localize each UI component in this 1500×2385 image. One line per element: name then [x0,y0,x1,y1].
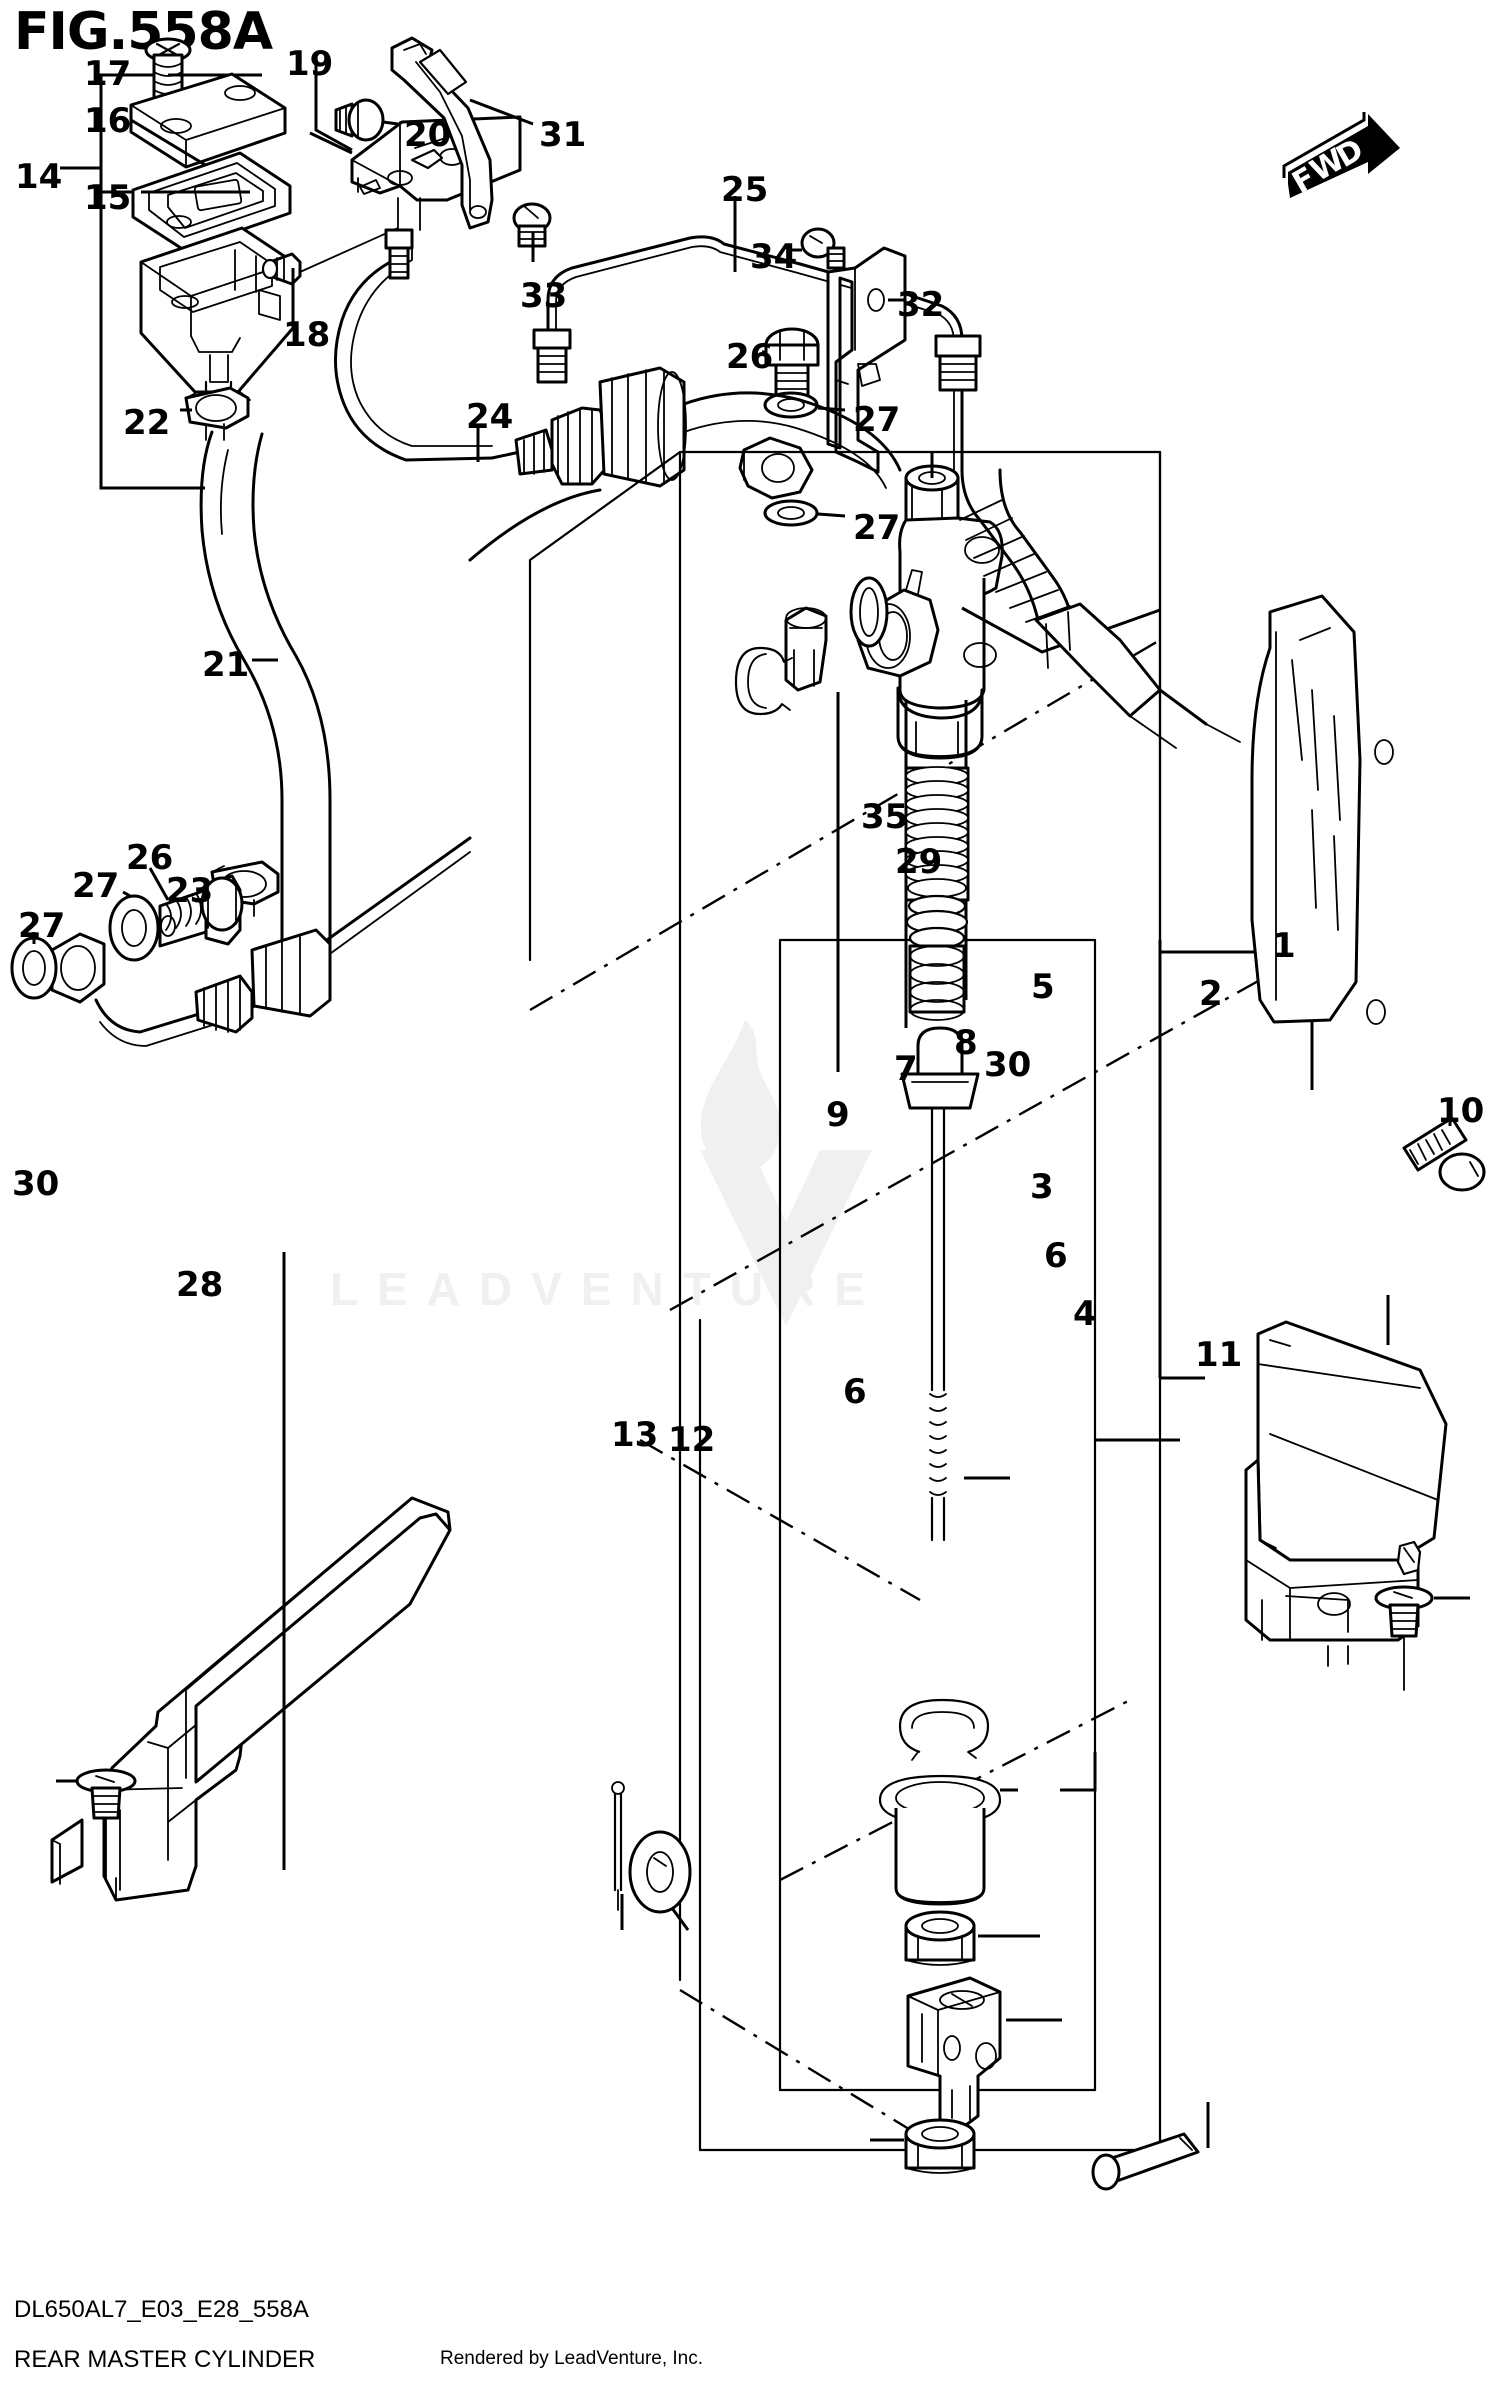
part-rear-brake-hose-24 [334,228,902,562]
callout-reservoir-cap-plate: 16 [84,101,132,141]
callout-hose-clamp-upper: 22 [123,403,171,443]
part-pin-11 [1091,2132,1200,2191]
part-piston-cup-7 [784,606,828,692]
callout-rear-brake-hose: 24 [466,397,514,437]
part-brake-pedal-35 [1205,594,1394,1025]
part-lock-nut-6-upper [904,1910,976,1966]
part-hose-guide-31 [390,36,494,230]
callout-hose-guide: 31 [539,115,587,155]
callout-cap-screw: 17 [84,54,132,94]
part-pedal-screw-10 [1402,1116,1486,1192]
callout-brake-pipe: 25 [721,170,769,210]
page-title: FIG.558A [14,2,273,62]
callout-gasket-b: 27 [72,866,120,906]
part-gasket-27-b [108,894,160,962]
callout-bracket-bolt: 20 [404,115,452,155]
callout-piston-set: 2 [1199,974,1223,1014]
assembly-box-2 [778,938,1097,2092]
callout-washer: 12 [668,1420,716,1460]
part-circlip-upper [898,1698,990,1761]
part-reservoir-body-14 [139,226,295,406]
part-diaphragm-15 [131,151,292,252]
part-piston-seals [905,894,969,1021]
part-pipe-bracket-32 [826,246,907,474]
part-gasket-27-d [763,499,819,527]
part-heat-guard-28 [50,1496,452,1902]
callout-gasket-c: 27 [853,400,901,440]
part-circlip-9 [734,646,793,716]
part-cover-plate-29 [1244,1320,1448,1667]
callout-clevis-joint: 4 [1073,1294,1097,1334]
part-union-bolt-26-right [764,327,820,402]
callout-pipe-bracket: 32 [897,285,945,325]
callout-piston-cup: 7 [894,1049,918,1089]
callout-reservoir-diaphragm: 15 [84,178,132,218]
assembly-box-1 [528,450,1205,2152]
part-gasket-27-a [10,936,58,1000]
callout-boot: 3 [1030,1167,1054,1207]
part-union-bolt-26-left [158,874,244,948]
callout-union-bolt-left: 26 [126,838,174,878]
callout-cotter-pin: 11 [1195,1335,1243,1375]
part-banjo-fitting [738,436,814,500]
callout-guard-screw-left: 30 [12,1164,60,1204]
figure-code: DL650AL7_E03_E28_558A [14,2296,309,2323]
part-clamp-22 [184,386,251,441]
callout-pedal-screw: 10 [1437,1091,1485,1131]
callout-guard-screw-right: 30 [984,1045,1032,1085]
part-clevis-joint-4 [906,1976,1002,2130]
callout-cover-plate: 29 [895,842,943,882]
callout-reservoir-bracket: 19 [286,44,334,84]
callout-hose-clamp-lower: 23 [166,871,214,911]
part-hose-to-pedal [959,468,1208,749]
part-washer-12 [628,1830,692,1914]
part-return-spring [904,766,970,902]
callout-lock-nut-lower: 6 [843,1372,867,1412]
part-boot-3 [878,1774,1002,1906]
callout-lock-nut-upper: 6 [1044,1236,1068,1276]
callout-pin: 13 [611,1415,659,1455]
part-lock-nut-6-lower [904,2118,976,2174]
callout-bracket-bolt-small: 34 [750,237,798,277]
part-push-rod-5 [900,1026,980,1542]
callout-reservoir-assembly: 14 [15,157,63,197]
callout-master-cylinder-assembly: 1 [1272,926,1296,966]
callout-gasket-a: 27 [18,906,66,946]
figure-name: REAR MASTER CYLINDER [14,2346,316,2373]
callout-guide-bolt: 33 [520,276,568,316]
part-bolt-34 [800,227,846,270]
callout-circlip: 9 [826,1095,850,1135]
part-hose-lower-left [50,836,472,1047]
callout-union-bolt-right: 26 [726,337,774,377]
callout-o-ring: 8 [954,1023,978,1063]
callout-reservoir-stud: 18 [283,315,331,355]
callout-gasket-d: 27 [853,508,901,548]
part-split-pin-13 [611,1781,625,1911]
callout-heat-guard: 28 [176,1265,224,1305]
callout-push-rod: 5 [1031,967,1055,1007]
callout-brake-pedal: 35 [861,797,909,837]
part-brake-pipe-25 [532,235,982,472]
part-screw-30-right [1374,1585,1434,1691]
render-credit: Rendered by LeadVenture, Inc. [440,2348,704,2369]
callout-reservoir-hose: 21 [202,645,250,685]
part-bolt-20 [334,98,385,142]
fwd-direction-icon: F W D [1282,112,1402,212]
part-o-ring-8 [849,576,889,648]
